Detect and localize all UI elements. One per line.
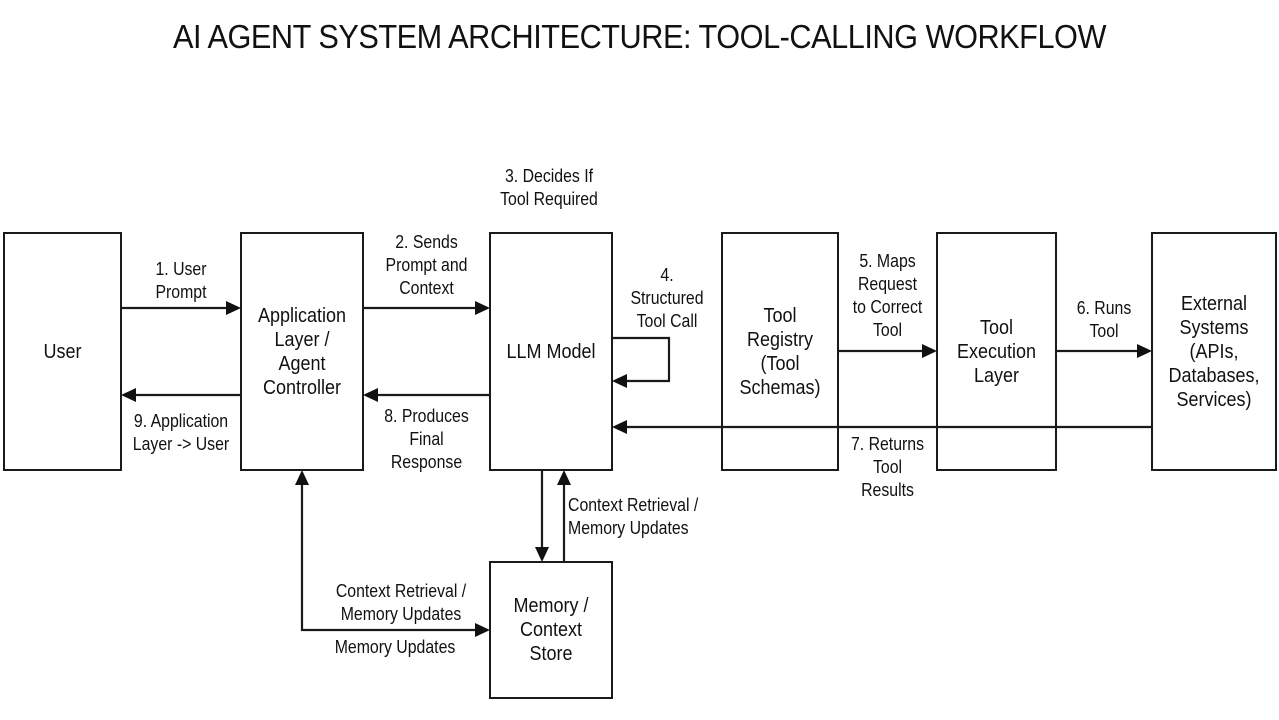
arrowhead-icon bbox=[557, 470, 571, 485]
arrowhead-icon bbox=[475, 301, 490, 315]
external-systems-box bbox=[1151, 232, 1277, 471]
tool-execution-box bbox=[936, 232, 1057, 471]
llm-label: LLM Model bbox=[506, 340, 596, 363]
diagram-title: AI AGENT SYSTEM ARCHITECTURE: TOOL-CALLI… bbox=[173, 18, 1106, 55]
edge-label-llm-memory: Context Retrieval /Memory Updates bbox=[568, 495, 699, 538]
arrowhead-icon bbox=[475, 623, 490, 637]
arrowhead-icon bbox=[226, 301, 241, 315]
arrowhead-icon bbox=[535, 547, 549, 562]
memory-box bbox=[489, 561, 613, 699]
llm-box bbox=[489, 232, 613, 471]
app-layer-box bbox=[240, 232, 364, 471]
arrowhead-icon bbox=[121, 388, 136, 402]
arrowhead-icon bbox=[922, 344, 937, 358]
arrowhead-icon bbox=[295, 470, 309, 485]
user-label: User bbox=[43, 340, 82, 363]
edge-app-memory bbox=[300, 483, 477, 632]
edge-llm-self-loop bbox=[612, 336, 671, 383]
arrowhead-icon bbox=[612, 374, 627, 388]
edge-label-app-memory-bottom: Memory Updates bbox=[334, 637, 456, 657]
arrowhead-icon bbox=[1137, 344, 1152, 358]
tool-registry-box bbox=[721, 232, 839, 471]
edge-label-app-memory-top: Context Retrieval /Memory Updates bbox=[335, 581, 467, 624]
arrowhead-icon bbox=[612, 420, 627, 434]
user-box bbox=[3, 232, 122, 471]
arrowhead-icon bbox=[363, 388, 378, 402]
